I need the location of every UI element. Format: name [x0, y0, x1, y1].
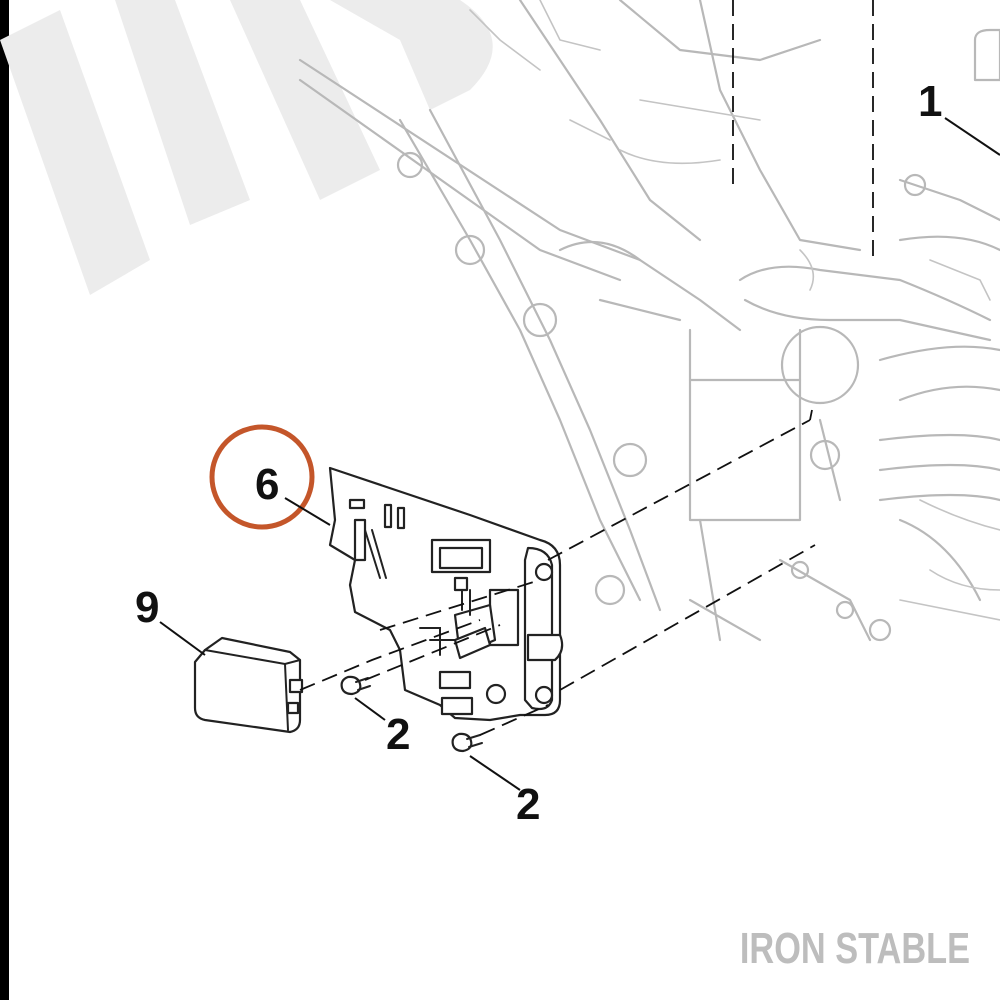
callout-6-highlight-ring — [209, 424, 315, 530]
background-watermark-letters — [0, 0, 493, 295]
leader-lines — [159, 117, 1000, 791]
callout-6: 6 — [255, 460, 279, 509]
assembly-dashed-lines — [299, 409, 816, 736]
brand-watermark: IRON STABLE — [739, 924, 970, 973]
left-edge-bar — [0, 0, 9, 1000]
cover-cap-part-9 — [193, 636, 304, 734]
callout-2-upper: 2 — [386, 710, 410, 759]
callout-2-lower: 2 — [516, 780, 540, 829]
callout-9: 9 — [135, 583, 159, 632]
callout-1: 1 — [918, 77, 942, 126]
screw-part-2-lower — [451, 732, 483, 753]
motorcycle-frame-background — [298, 0, 1000, 642]
bracket-part-6 — [328, 466, 564, 722]
